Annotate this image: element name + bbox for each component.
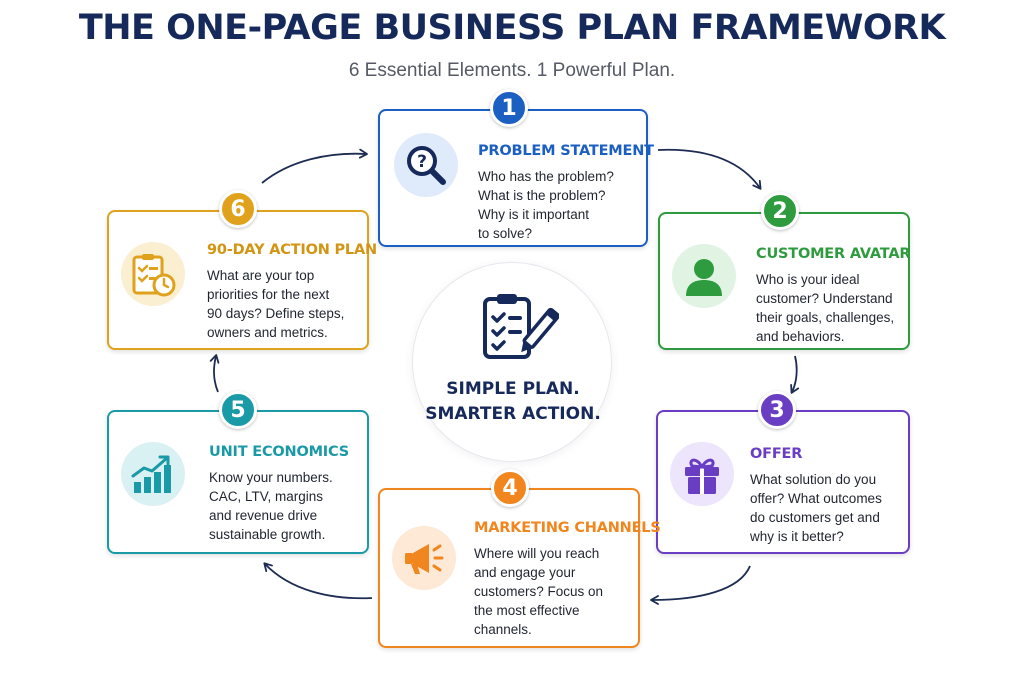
magnifier-question-icon: ? <box>407 146 446 185</box>
card-title: MARKETING CHANNELS <box>474 520 661 536</box>
icon-circle <box>672 244 736 308</box>
card-line: do customers get and <box>750 510 880 525</box>
card-line: Where will you reach <box>474 546 600 561</box>
card-line: and behaviors. <box>756 329 845 344</box>
card-line: why is it better? <box>750 529 844 544</box>
card-offer: OFFER What solution do you offer? What o… <box>656 410 910 554</box>
card-90-day-action-plan: 90-DAY ACTION PLAN What are your top pri… <box>107 210 377 350</box>
arrow-4-to-5 <box>263 562 373 600</box>
icon-circle <box>121 242 185 306</box>
card-line: Know your numbers. <box>209 470 333 485</box>
svg-text:?: ? <box>417 152 427 172</box>
card-line: channels. <box>474 622 532 637</box>
center-slogan: SIMPLE PLAN. SMARTER ACTION. <box>413 377 613 427</box>
card-line: customer? Understand <box>756 291 893 306</box>
card-line: priorities for the next <box>207 287 330 302</box>
clipboard-pen-icon <box>483 294 559 359</box>
checklist-clock-icon <box>132 254 176 297</box>
center-hub: SIMPLE PLAN. SMARTER ACTION. <box>412 262 612 462</box>
card-line: sustainable growth. <box>209 527 326 542</box>
card-title: CUSTOMER AVATAR <box>756 246 911 262</box>
arrow-1-to-2 <box>657 148 762 190</box>
card-line: What solution do you <box>750 472 877 487</box>
card-title: 90-DAY ACTION PLAN <box>207 242 377 258</box>
card-line: customers? Focus on <box>474 584 604 599</box>
icon-circle <box>392 526 456 590</box>
step-badge-1: 1 <box>490 89 528 127</box>
card-line: their goals, challenges, <box>756 310 895 325</box>
center-line-1: SIMPLE PLAN. <box>446 379 580 399</box>
person-icon <box>686 259 722 296</box>
card-unit-economics: UNIT ECONOMICS Know your numbers. CAC, L… <box>107 410 369 554</box>
arrow-6-to-1 <box>261 148 368 184</box>
card-line: 90 days? Define steps, <box>207 306 345 321</box>
page-title: THE ONE-PAGE BUSINESS PLAN FRAMEWORK <box>78 8 946 48</box>
center-line-2: SMARTER ACTION. <box>425 404 601 424</box>
card-line: to solve? <box>478 226 533 241</box>
card-line: Who has the problem? <box>478 169 614 184</box>
card-line: What is the problem? <box>478 188 606 203</box>
step-badge-6: 6 <box>219 190 257 228</box>
card-line: What are your top <box>207 268 315 283</box>
step-badge-3: 3 <box>758 391 796 429</box>
card-marketing-channels: MARKETING CHANNELS Where will you reach … <box>378 488 661 648</box>
icon-circle <box>670 442 734 506</box>
arrow-5-to-6 <box>209 354 220 393</box>
card-line: and engage your <box>474 565 576 580</box>
page-subtitle: 6 Essential Elements. 1 Powerful Plan. <box>348 60 676 81</box>
card-title: PROBLEM STATEMENT <box>478 143 654 159</box>
card-line: owners and metrics. <box>207 325 328 340</box>
card-body: What solution do you offer? What outcome… <box>750 470 906 546</box>
step-badge-4: 4 <box>491 469 529 507</box>
step-badge-5: 5 <box>219 391 257 429</box>
card-line: Who is your ideal <box>756 272 860 287</box>
icon-circle: ? <box>394 133 458 197</box>
card-line: offer? What outcomes <box>750 491 882 506</box>
megaphone-icon <box>405 544 444 574</box>
card-body: Who is your ideal customer? Understand t… <box>756 270 908 346</box>
gift-icon <box>685 458 719 494</box>
card-customer-avatar: CUSTOMER AVATAR Who is your ideal custom… <box>658 212 911 350</box>
card-body: Know your numbers. CAC, LTV, margins and… <box>209 468 367 544</box>
step-badge-2: 2 <box>761 192 799 230</box>
card-body: Where will you reach and engage your cus… <box>474 544 634 639</box>
icon-circle <box>121 442 185 506</box>
card-line: Why is it important <box>478 207 590 222</box>
arrow-3-to-4 <box>650 565 751 605</box>
card-body: What are your top priorities for the nex… <box>207 266 367 342</box>
growth-chart-icon <box>131 455 171 493</box>
card-line: and revenue drive <box>209 508 318 523</box>
card-line: the most effective <box>474 603 580 618</box>
card-line: CAC, LTV, margins <box>209 489 324 504</box>
card-title: OFFER <box>750 446 803 462</box>
card-problem-statement: ? PROBLEM STATEMENT Who has the problem?… <box>378 109 654 247</box>
card-body: Who has the problem? What is the problem… <box>478 167 638 243</box>
card-title: UNIT ECONOMICS <box>209 444 349 460</box>
arrow-2-to-3 <box>790 355 800 394</box>
